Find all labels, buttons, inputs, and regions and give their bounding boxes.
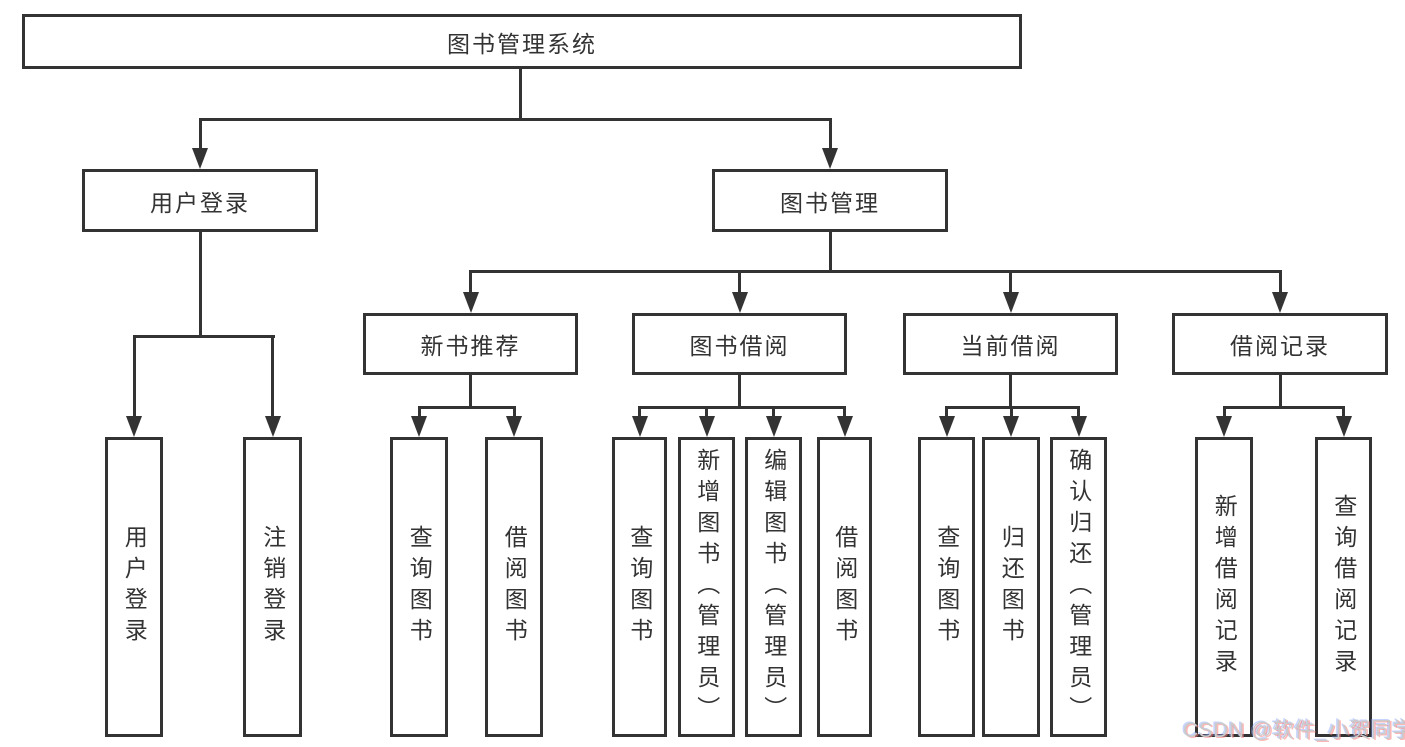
node-label: 借阅图书 <box>501 525 528 649</box>
arrow-down-icon <box>698 416 715 437</box>
arrow-down-icon <box>731 292 748 313</box>
node-label: 当前借阅 <box>960 333 1061 359</box>
arrow-down-icon <box>1003 416 1019 437</box>
connector-current-borrow-shaft <box>1009 270 1012 296</box>
node-label: 图书管理系统 <box>447 30 597 57</box>
node-label: 新增借阅记录 <box>1211 494 1238 680</box>
connector-book-borrow-stem <box>738 375 741 407</box>
leaf-add-books-admin: 新增图书（管理员） <box>678 437 735 737</box>
csdn-watermark: CSDN @软件_小贺同学 <box>1183 719 1405 742</box>
connector-book-borrow-bar <box>638 406 846 409</box>
node-user-login: 用户登录 <box>82 169 318 232</box>
leaf-borrow-books: 借阅图书 <box>817 437 872 737</box>
node-label: 查询借阅记录 <box>1330 494 1357 680</box>
connector-leaf-shaft <box>1222 406 1226 424</box>
node-label: 查询图书 <box>933 525 960 649</box>
connector-leaf-shaft <box>132 335 136 422</box>
connector-user-login-stem <box>198 232 202 335</box>
connector-borrow-records-stem <box>1278 375 1282 407</box>
connector-new-books-bar <box>417 406 516 409</box>
node-label: 注销登录 <box>259 525 286 649</box>
node-label: 用户登录 <box>150 189 250 216</box>
node-label: 新增图书（管理员） <box>693 447 720 727</box>
leaf-query-books-recommend: 查询图书 <box>390 437 448 737</box>
connector-leaf-shaft <box>772 406 775 424</box>
arrow-down-icon <box>264 416 281 437</box>
node-label: 图书管理 <box>780 189 880 216</box>
arrow-down-icon <box>1216 416 1232 437</box>
node-current-borrowing: 当前借阅 <box>903 313 1118 375</box>
arrow-down-icon <box>1070 416 1087 437</box>
node-book-management: 图书管理 <box>712 169 948 232</box>
leaf-confirm-return-admin: 确认归还（管理员） <box>1050 437 1107 737</box>
arrow-down-icon <box>822 148 838 169</box>
node-label: 编辑图书（管理员） <box>760 447 787 727</box>
leaf-logout: 注销登录 <box>243 437 302 737</box>
connector-leaf-shaft <box>417 406 421 424</box>
connector-book-borrow-shaft <box>738 270 741 296</box>
connector-leaf-shaft <box>1077 406 1080 424</box>
connector-leaf-shaft <box>1342 406 1345 424</box>
node-new-book-recommend: 新书推荐 <box>363 313 578 375</box>
arrow-down-icon <box>1002 292 1019 313</box>
arrow-down-icon <box>411 416 427 437</box>
connector-book-mgmt-stem <box>828 232 832 270</box>
connector-user-login-shaft <box>198 118 202 152</box>
arrow-down-icon <box>938 416 955 437</box>
node-label: 图书借阅 <box>689 333 790 359</box>
connector-leaf-shaft <box>512 406 516 424</box>
connector-borrow-records-bar <box>1222 406 1345 409</box>
connector-leaf-shaft <box>705 406 708 424</box>
arrow-down-icon <box>1272 292 1288 313</box>
node-label: 新书推荐 <box>420 333 521 359</box>
node-label: 确认归还（管理员） <box>1065 447 1092 727</box>
node-label: 归还图书 <box>998 525 1025 649</box>
connector-root-bar <box>198 118 832 121</box>
leaf-add-borrow-record: 新增借阅记录 <box>1195 437 1253 737</box>
connector-new-books-shaft <box>469 270 472 296</box>
connector-book-mgmt-bar <box>468 270 1282 273</box>
connector-leaf-shaft <box>1009 406 1013 424</box>
node-label: 用户登录 <box>121 525 148 649</box>
connector-leaf-shaft <box>945 406 948 424</box>
leaf-query-borrow-record: 查询借阅记录 <box>1315 437 1372 737</box>
node-label: 借阅记录 <box>1230 333 1330 359</box>
connector-leaf-shaft <box>843 406 846 424</box>
arrow-down-icon <box>765 416 782 437</box>
leaf-query-books-borrowing: 查询图书 <box>612 437 667 737</box>
leaf-edit-books-admin: 编辑图书（管理员） <box>745 437 802 737</box>
arrow-down-icon <box>1335 416 1352 437</box>
connector-current-borrow-bar <box>945 406 1080 409</box>
connector-new-books-stem <box>469 375 472 407</box>
connector-current-borrow-stem <box>1009 375 1012 407</box>
connector-user-login-bar <box>132 335 275 338</box>
leaf-query-books-current: 查询图书 <box>918 437 975 737</box>
leaf-return-books: 归还图书 <box>982 437 1040 737</box>
node-label: 借阅图书 <box>831 525 858 649</box>
node-book-borrowing: 图书借阅 <box>632 313 847 375</box>
connector-root-stem <box>518 69 522 118</box>
arrow-down-icon <box>462 292 479 313</box>
connector-book-mgmt-shaft <box>828 118 832 152</box>
node-label: 查询图书 <box>626 525 653 649</box>
node-borrowing-records: 借阅记录 <box>1172 313 1388 375</box>
arrow-down-icon <box>192 148 208 169</box>
connector-leaf-shaft <box>271 335 274 422</box>
node-label: 查询图书 <box>406 525 433 649</box>
leaf-user-login: 用户登录 <box>105 437 163 737</box>
arrow-down-icon <box>836 416 853 437</box>
arrow-down-icon <box>631 416 648 437</box>
arrow-down-icon <box>126 416 142 437</box>
leaf-borrow-books-recommend: 借阅图书 <box>485 437 543 737</box>
node-library-management-system: 图书管理系统 <box>22 14 1022 69</box>
arrow-down-icon <box>506 416 522 437</box>
connector-borrow-records-shaft <box>1278 270 1282 296</box>
connector-leaf-shaft <box>638 406 641 424</box>
